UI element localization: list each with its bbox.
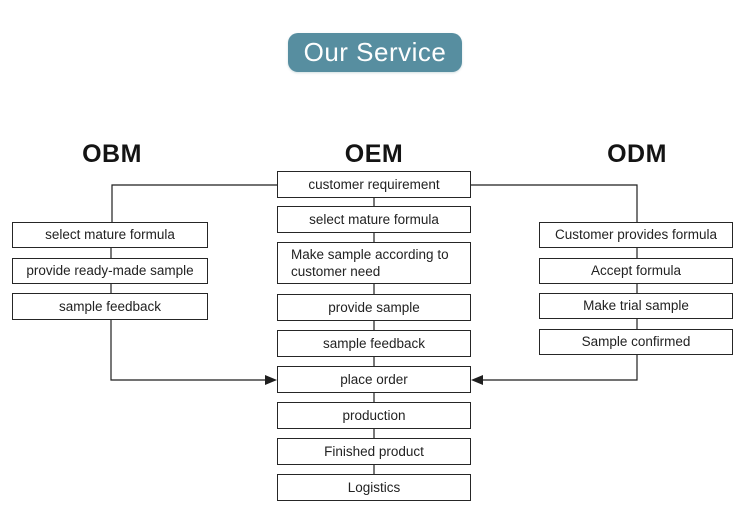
step-odm-customer-provides-formula: Customer provides formula — [539, 222, 733, 248]
step-oem-logistics: Logistics — [277, 474, 471, 501]
step-oem-place-order: place order — [277, 366, 471, 393]
step-obm-sample-feedback: sample feedback — [12, 293, 208, 320]
arrowhead-right-icon — [265, 375, 277, 385]
step-odm-sample-confirmed: Sample confirmed — [539, 329, 733, 355]
step-odm-make-trial-sample: Make trial sample — [539, 293, 733, 319]
title-badge: Our Service — [288, 33, 462, 72]
step-oem-customer-requirement: customer requirement — [277, 171, 471, 198]
step-oem-make-sample: Make sample according to customer need — [277, 242, 471, 284]
step-obm-provide-ready-made-sample: provide ready-made sample — [12, 258, 208, 284]
step-obm-select-mature-formula: select mature formula — [12, 222, 208, 248]
step-oem-finished-product: Finished product — [277, 438, 471, 465]
connector-obm-to-place-order — [110, 320, 265, 381]
arrowhead-left-icon — [471, 375, 483, 385]
connector-requirement-to-obm — [111, 184, 277, 222]
step-oem-production: production — [277, 402, 471, 429]
step-odm-accept-formula: Accept formula — [539, 258, 733, 284]
connector-requirement-to-odm — [471, 184, 638, 222]
column-header-odm: ODM — [607, 140, 667, 168]
step-oem-select-mature-formula: select mature formula — [277, 206, 471, 233]
column-header-obm: OBM — [82, 140, 142, 168]
step-oem-sample-feedback: sample feedback — [277, 330, 471, 357]
column-header-oem: OEM — [344, 140, 404, 168]
step-oem-provide-sample: provide sample — [277, 294, 471, 321]
connector-odm-to-place-order — [483, 355, 638, 381]
